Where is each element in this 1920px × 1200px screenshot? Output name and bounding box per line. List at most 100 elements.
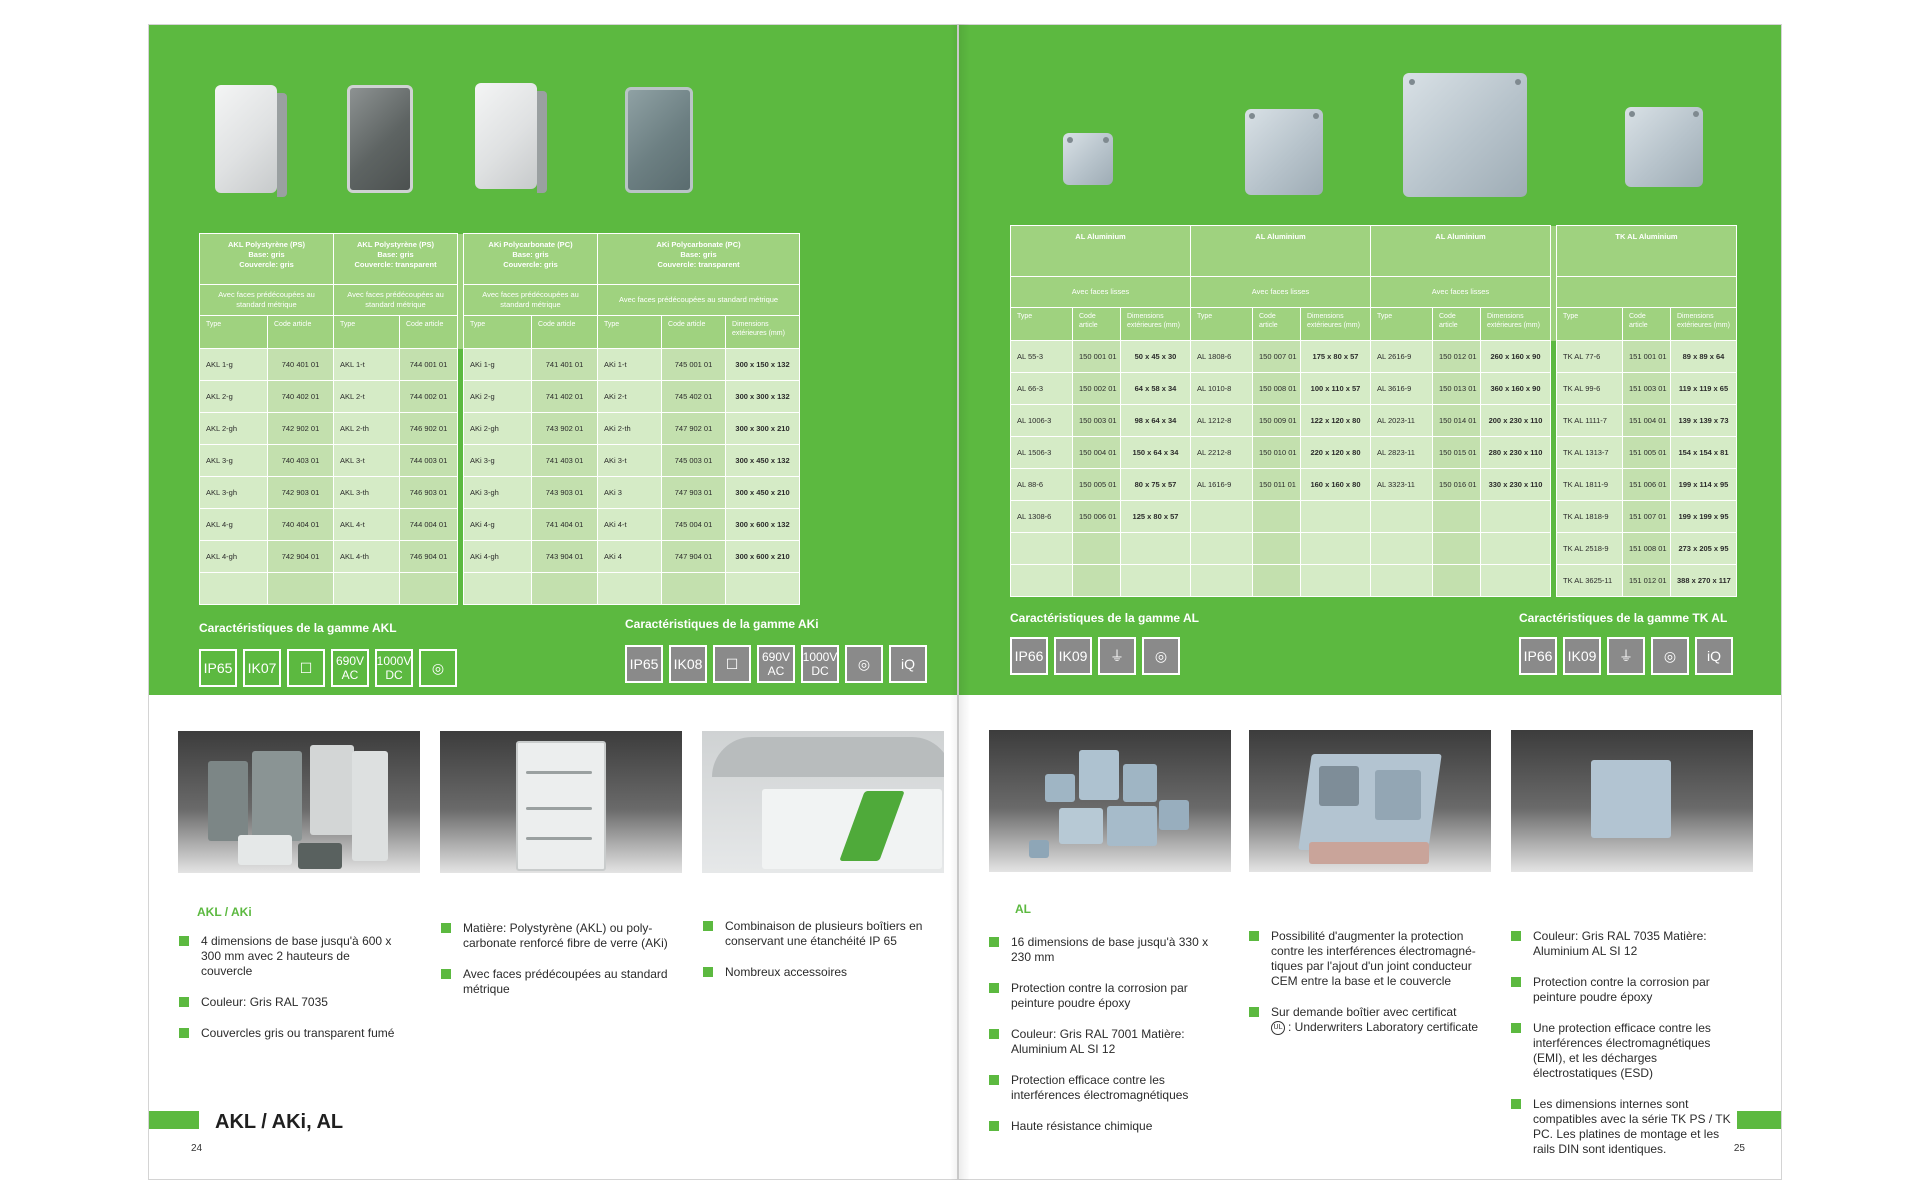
col-header-code: Code article <box>1252 307 1301 341</box>
table-cell: 747 903 01 <box>661 476 727 509</box>
table-cell: AL 1006-3 <box>1010 404 1073 437</box>
certification-badge: 690V AC <box>757 645 795 683</box>
certification-badge: 690V AC <box>331 649 369 687</box>
table-cell: 743 903 01 <box>531 476 599 509</box>
certification-badge: IP66 <box>1519 637 1557 675</box>
table-cell: 175 x 80 x 57 <box>1300 340 1371 373</box>
table-cell: 200 x 230 x 110 <box>1480 404 1551 437</box>
table-cell: 740 403 01 <box>267 444 334 477</box>
certification-badge: ◎ <box>1651 637 1689 675</box>
feature-item: Couvercles gris ou transparent fumé <box>179 1026 399 1041</box>
table-cell <box>1072 532 1121 565</box>
col-header-type: Type <box>1010 307 1073 341</box>
spine-shadow <box>950 24 970 1180</box>
col-header-dimensions: Dimensions extérieures (mm) <box>1480 307 1551 341</box>
table-cell: AKi 2-gh <box>463 412 533 445</box>
subheader: Avec faces prédécoupées au standard métr… <box>332 284 459 316</box>
table-cell: AKi 2-th <box>597 412 663 445</box>
certification-badge: ☐ <box>713 645 751 683</box>
table-cell: 300 x 600 x 210 <box>725 540 801 573</box>
table-cell: 150 013 01 <box>1432 372 1481 405</box>
table-cell <box>1190 532 1253 565</box>
right-page: AL Aluminium AL Aluminium AL Aluminium T… <box>958 24 1782 1180</box>
feature-item: Combinaison de plusieurs boîtiers en con… <box>703 919 935 949</box>
subheader: Avec faces lisses <box>1370 276 1551 308</box>
page-number-right: 25 <box>1733 1143 1745 1154</box>
table-cell: AL 1808-6 <box>1190 340 1253 373</box>
table-cell: AKi 1-g <box>463 348 533 381</box>
certification-badge: iQ <box>889 645 927 683</box>
certification-badge: ◎ <box>845 645 883 683</box>
table-cell: AKL 3-gh <box>199 476 268 509</box>
table-cell: 150 005 01 <box>1072 468 1121 501</box>
table-cell: 50 x 45 x 30 <box>1120 340 1191 373</box>
table-cell: 388 x 270 x 117 <box>1670 564 1737 597</box>
table-cell: AKL 2-th <box>333 412 400 445</box>
table-cell: 746 903 01 <box>398 476 459 509</box>
header-tk-al-aluminium: TK AL Aluminium <box>1556 225 1737 277</box>
product-image-al-small <box>1063 133 1113 185</box>
table-cell: 740 401 01 <box>267 348 334 381</box>
table-cell: 160 x 160 x 80 <box>1300 468 1371 501</box>
col-header-dimensions: Dimensions extérieures (mm) <box>1120 307 1191 341</box>
feature-item: Couleur: Gris RAL 7035 Matière: Aluminiu… <box>1511 929 1743 959</box>
table-cell: TK AL 99-6 <box>1556 372 1623 405</box>
table-cell: 151 007 01 <box>1622 500 1671 533</box>
certification-badge: IK09 <box>1054 637 1092 675</box>
table-cell: AKL 2-gh <box>199 412 268 445</box>
col-header-code: Code article <box>1072 307 1121 341</box>
footer-title: AKL / AKi, AL <box>215 1111 344 1133</box>
table-cell: AKi 1-t <box>597 348 663 381</box>
table-cell: AL 2823-11 <box>1370 436 1433 469</box>
table-cell: 151 001 01 <box>1622 340 1671 373</box>
table-cell: 742 904 01 <box>267 540 334 573</box>
product-image-tk-al <box>1625 107 1703 187</box>
table-cell: TK AL 1818-9 <box>1556 500 1623 533</box>
subheader: Avec faces lisses <box>1010 276 1191 308</box>
table-cell: 151 008 01 <box>1622 532 1671 565</box>
product-image-aki-transparent <box>625 87 693 193</box>
table-cell: AKL 2-g <box>199 380 268 413</box>
table-cell: AL 66-3 <box>1010 372 1073 405</box>
feature-item: Avec faces prédécoupées au standard métr… <box>441 967 671 997</box>
ul-certificate-icon: UL <box>1271 1020 1285 1035</box>
table-cell: 744 001 01 <box>398 348 459 381</box>
table-cell: 150 003 01 <box>1072 404 1121 437</box>
table-cell: AL 2212-8 <box>1190 436 1253 469</box>
col-header-code: Code article <box>661 315 727 349</box>
table-cell: 745 001 01 <box>661 348 727 381</box>
certification-badge: 1000V DC <box>375 649 413 687</box>
table-cell: AKL 3-t <box>333 444 400 477</box>
col-header-type: Type <box>1190 307 1253 341</box>
product-image-akl-transparent <box>347 85 413 193</box>
table-cell: 150 004 01 <box>1072 436 1121 469</box>
subheader: Avec faces prédécoupées au standard métr… <box>463 284 599 316</box>
table-row-empty <box>199 572 801 605</box>
table-cell: AKi 4-g <box>463 508 533 541</box>
table-cell <box>1432 500 1481 533</box>
feature-item: Possibilité d'augmenter la protection co… <box>1249 929 1489 989</box>
product-image-al-large <box>1403 73 1527 197</box>
photo-al-machined <box>1249 730 1491 872</box>
table-cell <box>1300 564 1371 597</box>
subheader: Avec faces lisses <box>1190 276 1371 308</box>
feature-item: Couleur: Gris RAL 7035 <box>179 995 399 1010</box>
certification-badge: ☐ <box>287 649 325 687</box>
feature-item: Couleur: Gris RAL 7001 Matière: Aluminiu… <box>989 1027 1219 1057</box>
feature-item: Protection contre la corrosion par peint… <box>989 981 1219 1011</box>
table-cell: 150 002 01 <box>1072 372 1121 405</box>
table-cell: AKL 1-t <box>333 348 400 381</box>
table-cell: AKi 3 <box>597 476 663 509</box>
features-list-left-col3: Combinaison de plusieurs boîtiers en con… <box>703 919 935 996</box>
subheader: Avec faces prédécoupées au standard métr… <box>199 284 334 316</box>
table-cell: TK AL 2518-9 <box>1556 532 1623 565</box>
subheader: Avec faces prédécoupées au standard métr… <box>597 284 801 316</box>
